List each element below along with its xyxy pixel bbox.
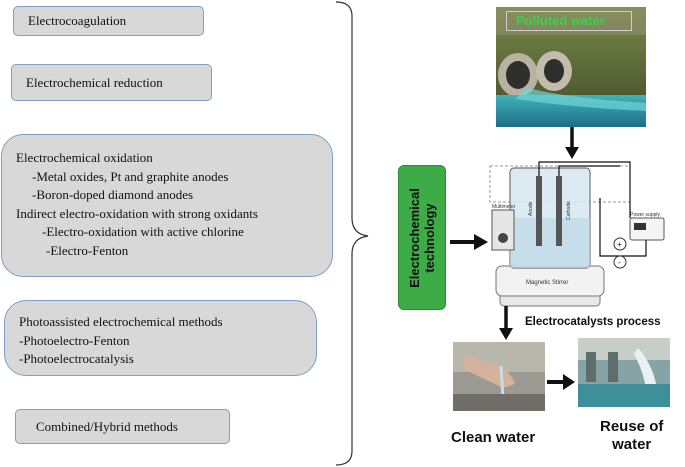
photoassisted-methods-box: Photoassisted electrochemical methods -P… — [4, 300, 317, 376]
clean-water-label: Clean water — [451, 429, 536, 446]
polluted-water-photo: Polluted water — [496, 7, 646, 127]
arrow-to-apparatus — [450, 234, 488, 250]
indirect-oxidation-title: Indirect electro-oxidation with strong o… — [16, 205, 258, 221]
oxidation-item: -Boron-doped diamond anodes — [32, 187, 194, 202]
minus-sign: - — [618, 258, 621, 267]
electrochemical-oxidation-box: Electrochemical oxidation -Metal oxides,… — [1, 134, 333, 277]
electrochemical-reduction-label: Electrochemical reduction — [26, 74, 163, 90]
electrocoagulation-label: Electrocoagulation — [28, 13, 127, 28]
indirect-oxidation-item: -Electro-Fenton — [46, 242, 129, 258]
clean-water-photo — [453, 342, 545, 411]
oxidation-item: -Metal oxides, Pt and graphite anodes — [32, 168, 229, 184]
electrochemical-apparatus: Anode Cathode Multimeter Power supply Ma… — [489, 161, 665, 307]
magnetic-stirrer-label: Magnetic Stirrer — [526, 280, 568, 286]
reuse-label-line2: water — [612, 436, 652, 453]
plus-sign: + — [617, 240, 622, 249]
photoassisted-title: Photoassisted electrochemical methods — [19, 314, 223, 329]
reuse-label-line1: Reuse of — [600, 418, 664, 435]
electrochemical-reduction-box: Electrochemical reduction — [11, 64, 212, 101]
combined-methods-label: Combined/Hybrid methods — [36, 418, 178, 434]
electrocoagulation-box: Electrocoagulation — [13, 6, 204, 36]
arrow-down-to-apparatus — [565, 127, 579, 159]
multimeter-label: Multimeter — [492, 204, 516, 210]
electrochemical-technology-label: Electrochemical technology — [398, 165, 446, 310]
photoassisted-item: -Photoelectrocatalysis — [19, 351, 134, 366]
reuse-water-photo — [578, 338, 670, 407]
photoassisted-item: -Photoelectro-Fenton — [19, 332, 130, 348]
polluted-water-label: Polluted water — [506, 11, 632, 31]
polluted-water-text: Polluted water — [516, 13, 605, 28]
arrow-down-to-clean-water — [499, 306, 513, 340]
arrow-to-reuse — [547, 374, 575, 390]
reuse-of-water-label: Reuse of water — [600, 418, 663, 454]
grouping-brace — [335, 1, 369, 466]
technology-label-line1: Electrochemical — [407, 187, 422, 288]
power-supply-label: Power supply — [630, 212, 661, 218]
anode-label: Anode — [528, 201, 534, 216]
combined-methods-box: Combined/Hybrid methods — [15, 409, 230, 444]
technology-label-line2: technology — [422, 202, 437, 273]
electrocatalysts-process-label: Electrocatalysts process — [525, 316, 661, 328]
indirect-oxidation-item: -Electro-oxidation with active chlorine — [42, 224, 244, 239]
cathode-label: Cathode — [566, 201, 572, 220]
oxidation-title: Electrochemical oxidation — [16, 150, 153, 165]
